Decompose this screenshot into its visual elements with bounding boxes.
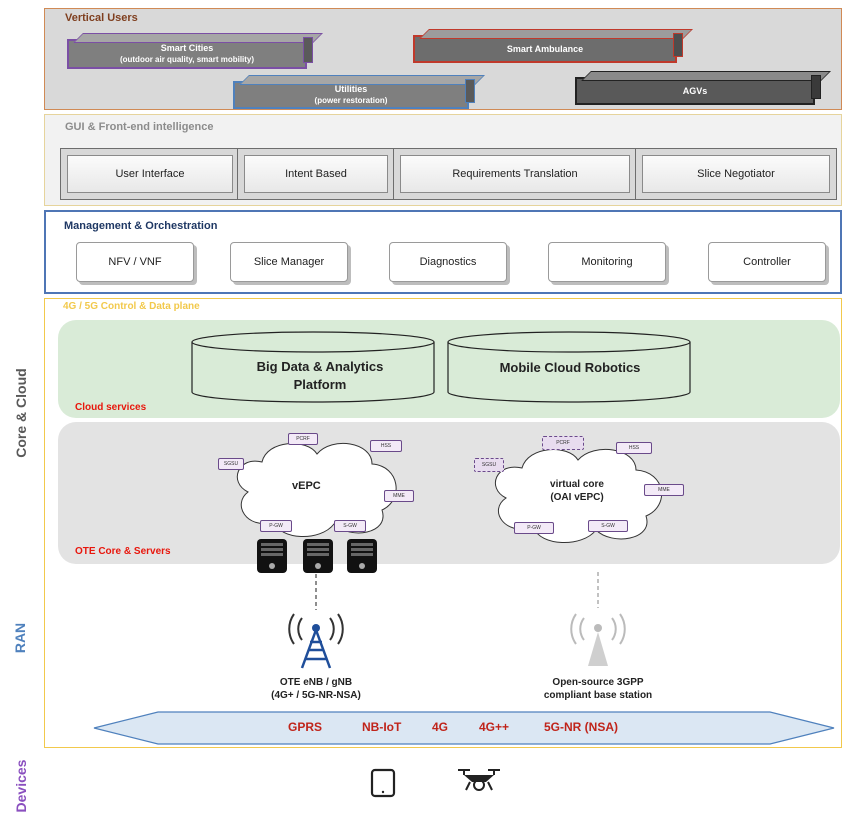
ote-enb-sub: (4G+ / 5G-NR-NSA) [271, 690, 361, 701]
cloud-services-label: Cloud services [75, 402, 147, 413]
intent-based-box[interactable]: Intent Based [237, 148, 395, 200]
vepc-sgw-node[interactable]: S-GW [334, 520, 366, 532]
smart-ambulance-label: Smart Ambulance [506, 43, 584, 54]
management-layer: Management & Orchestration NFV / VNF Sli… [44, 210, 842, 294]
gui-title: GUI & Front-end intelligence [65, 121, 214, 133]
utilities-box[interactable]: Utilities (power restoration) [233, 75, 485, 109]
big-data-label: Big Data & Analytics Platform [256, 359, 384, 392]
server-icon [303, 539, 333, 573]
mobile-cloud-robotics-label: Mobile Cloud Robotics [499, 360, 641, 375]
big-data-cylinder[interactable] [190, 330, 436, 404]
virtual-core-title: virtual core [550, 479, 604, 490]
open-source-bs-label: Open-source 3GPP compliant base station [520, 676, 676, 702]
vepc-sgsu-node[interactable]: SGSU [218, 458, 244, 470]
tablet-icon [370, 768, 396, 798]
antenna-icon [570, 613, 626, 666]
vepc-mme-node[interactable]: MME [384, 490, 414, 502]
smart-cities-label: Smart Cities [160, 43, 214, 53]
core-servers-label: OTE Core & Servers [75, 546, 171, 557]
tech-4g: 4G [432, 720, 449, 734]
vepc-hss-node[interactable]: HSS [370, 440, 402, 452]
tech-5gnr: 5G-NR (NSA) [544, 720, 618, 734]
control-plane-title: 4G / 5G Control & Data plane [63, 301, 200, 312]
utilities-sub: (power restoration) [314, 96, 388, 105]
drone-icon [458, 769, 500, 791]
vepc-label: vEPC [292, 480, 321, 492]
side-label-core: Core & Cloud [13, 368, 29, 458]
vepc-pgw-node[interactable]: P-GW [260, 520, 292, 532]
agvs-box[interactable]: AGVs [575, 71, 831, 105]
technologies-band [93, 711, 835, 745]
vcore-mme-node[interactable]: MME [644, 484, 684, 496]
smart-cities-sub: (outdoor air quality, smart mobility) [119, 55, 255, 64]
vcore-pcrf-node[interactable]: PCRF [542, 436, 584, 450]
ote-enb-title: OTE eNB / gNB [279, 677, 353, 688]
core-servers-panel [58, 422, 840, 564]
vcore-sgsu-node[interactable]: SGSU [474, 458, 504, 472]
vertical-users-layer: Vertical Users Smart Cities (outdoor air… [44, 8, 842, 110]
open-source-bs-sub: compliant base station [543, 690, 653, 701]
controller-button[interactable]: Controller [708, 242, 826, 282]
virtual-core-sub: (OAI vEPC) [550, 492, 604, 503]
vepc-cloud-icon [236, 442, 397, 537]
tech-gprs: GPRS [288, 720, 323, 734]
server-icon [347, 539, 377, 573]
connector-line [315, 574, 317, 610]
tech-nbiot: NB-IoT [362, 720, 402, 734]
smart-cities-box[interactable]: Smart Cities (outdoor air quality, smart… [67, 33, 323, 69]
vcore-pgw-node[interactable]: P-GW [514, 522, 554, 534]
open-source-bs-title: Open-source 3GPP [552, 677, 644, 688]
virtual-core-label: virtual core (OAI vEPC) [532, 478, 622, 504]
vcore-sgw-node[interactable]: S-GW [588, 520, 628, 532]
mobile-cloud-robotics-cylinder[interactable] [446, 330, 692, 404]
antenna-tower-icon [288, 613, 344, 669]
smart-ambulance-box[interactable]: Smart Ambulance [413, 29, 693, 63]
agvs-label: AGVs [682, 85, 708, 96]
diagnostics-button[interactable]: Diagnostics [389, 242, 507, 282]
slice-manager-button[interactable]: Slice Manager [230, 242, 348, 282]
connector-line [597, 572, 599, 608]
slice-negotiator-box[interactable]: Slice Negotiator [635, 148, 837, 200]
vepc-pcrf-node[interactable]: PCRF [288, 433, 318, 445]
management-title: Management & Orchestration [64, 220, 218, 232]
virtual-core-cloud-icon [494, 448, 662, 543]
side-label-ran: RAN [12, 622, 28, 654]
ote-enb-label: OTE eNB / gNB (4G+ / 5G-NR-NSA) [256, 676, 376, 702]
side-label-devices: Devices [13, 759, 29, 813]
vertical-users-title: Vertical Users [65, 12, 138, 24]
requirements-translation-box[interactable]: Requirements Translation [393, 148, 637, 200]
server-icon [257, 539, 287, 573]
user-interface-box[interactable]: User Interface [60, 148, 240, 200]
utilities-label: Utilities [334, 84, 368, 94]
nfv-vnf-button[interactable]: NFV / VNF [76, 242, 194, 282]
tech-4gpp: 4G++ [479, 720, 510, 734]
gui-layer: GUI & Front-end intelligence User Interf… [44, 114, 842, 206]
vcore-hss-node[interactable]: HSS [616, 442, 652, 454]
monitoring-button[interactable]: Monitoring [548, 242, 666, 282]
